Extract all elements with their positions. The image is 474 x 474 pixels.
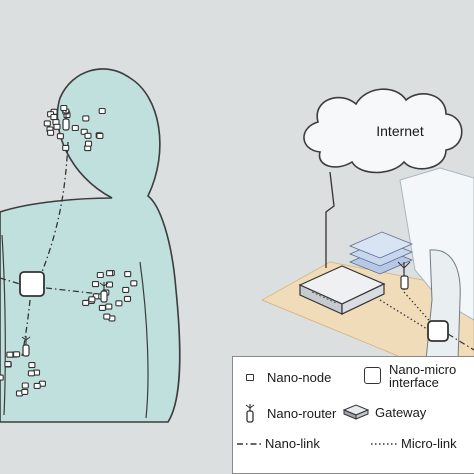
room-nano-link [447, 333, 474, 351]
nano-node-arm [27, 370, 35, 377]
monitor-device [425, 249, 461, 361]
nano-node-icon [246, 374, 254, 381]
legend-gateway-label: Gateway [375, 404, 427, 420]
nano-link-left [0, 277, 21, 285]
nano-node-clusters [0, 104, 138, 397]
gateway-cloud-link [325, 171, 335, 268]
nano-node-head [56, 133, 64, 140]
nano-node-arm [13, 351, 21, 358]
gateway-icon [343, 404, 369, 420]
nano-link-arm [21, 299, 31, 357]
legend-nano-micro-interface: Nano-micro interface [361, 363, 456, 389]
nano-node-chest [106, 270, 114, 277]
nano-node-chest [124, 271, 132, 278]
nano-node-head [84, 140, 93, 147]
nano-node-arm [28, 362, 36, 369]
nano-node-arm [4, 361, 12, 368]
human-body-silhouette [0, 68, 181, 423]
nano-node-arm [21, 388, 29, 395]
body-nano-micro-interface [19, 271, 45, 297]
nano-router-1 [61, 110, 71, 131]
legend-interface-label-line1: Nano-micro [389, 362, 457, 377]
nano-node-arm [0, 374, 4, 381]
nano-node-chest [82, 299, 90, 306]
nano-link-line-icon [237, 442, 263, 445]
nano-node-chest [91, 281, 100, 288]
nano-node-head [60, 104, 68, 112]
nano-node-head [96, 132, 104, 139]
nano-router-2 [99, 282, 109, 303]
nano-node-chest [122, 286, 130, 293]
legend-interface-label-line2: interface [389, 375, 439, 390]
nano-node-head [53, 123, 61, 130]
room-nano-router [397, 261, 411, 290]
nano-node-arm [33, 382, 41, 389]
nano-node-head [62, 144, 70, 151]
nano-node-chest [123, 295, 132, 302]
micro-link-line-icon [371, 442, 397, 445]
legend-nano-link: Nano-link [237, 437, 320, 450]
nano-node-head [84, 132, 92, 139]
nano-node-head [47, 129, 55, 136]
legend-nano-node-label: Nano-node [267, 370, 332, 385]
room-nano-micro-interface [427, 320, 449, 342]
nano-node-head [82, 115, 90, 122]
nano-node-arm [6, 351, 14, 358]
legend-gateway: Gateway [343, 404, 426, 420]
nano-node-chest [96, 271, 104, 279]
nano-link-chest [45, 287, 101, 295]
nano-routers [21, 110, 109, 357]
nano-node-head [43, 120, 51, 127]
nano-node-chest [115, 300, 123, 307]
nano-node-chest [98, 304, 106, 311]
nano-router-icon [245, 404, 255, 423]
legend-micro-link: Micro-link [371, 437, 457, 450]
nano-node-chest [105, 303, 113, 310]
internet-cloud [303, 88, 463, 174]
legend-nano-router-label: Nano-router [267, 405, 337, 421]
nano-node-head [50, 113, 58, 121]
nano-micro-interface-icon [363, 367, 381, 384]
legend-micro-link-label: Micro-link [401, 436, 457, 451]
nano-router-3 [21, 336, 31, 357]
legend: Nano-node Nano-micro interface Nano-rout… [232, 356, 474, 474]
nano-node-head [71, 124, 79, 132]
arm-line-right [139, 261, 149, 419]
nano-node-chest [103, 313, 111, 320]
legend-nano-node: Nano-node [239, 371, 331, 384]
nano-node-chest [88, 296, 96, 303]
legend-nano-router: Nano-router [239, 403, 336, 423]
nano-node-head [98, 107, 106, 115]
nano-node-arm [21, 382, 29, 389]
nano-node-chest [130, 280, 138, 287]
sensor-layers [348, 231, 414, 275]
arm-line-left [1, 234, 6, 416]
internet-label: Internet [376, 123, 424, 139]
gateway-device [298, 265, 386, 315]
legend-nano-link-label: Nano-link [265, 436, 320, 451]
